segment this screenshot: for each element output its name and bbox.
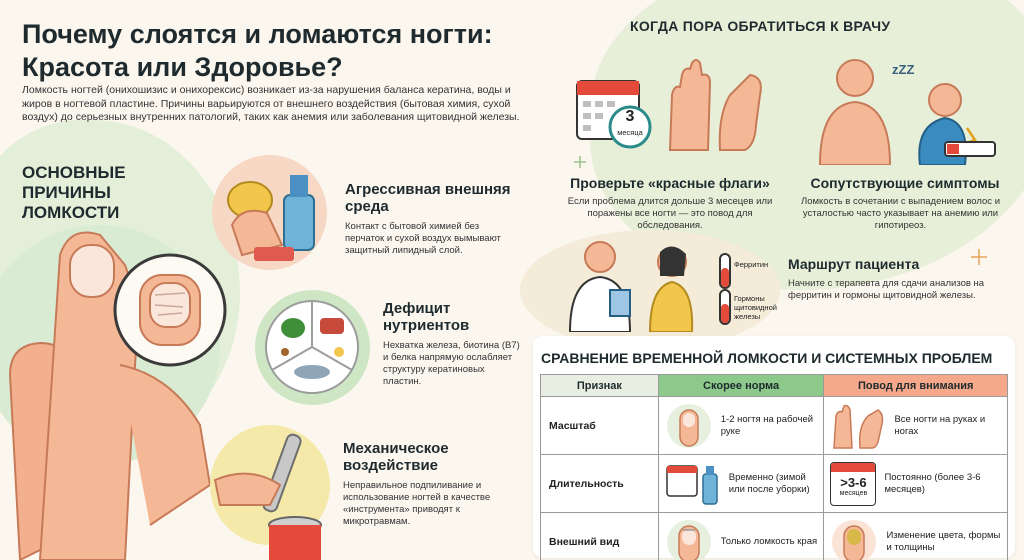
row-attention-text: Изменение цвета, формы и толщины [886, 529, 1001, 553]
row-attention-text: Все ногти на руках и ногах [894, 413, 986, 437]
hands-feet-icon [833, 404, 884, 449]
causes-heading: Основные причины ломкости [22, 163, 126, 222]
table-row: Длительность Временно (зимой или после у… [540, 454, 1008, 513]
food-plate-icon [265, 300, 359, 394]
row-normal-cell: Временно (зимой или после уборки) [657, 454, 825, 513]
comparison-title: СРАВНЕНИЕ ВРЕМЕННОЙ ЛОМКОСТИ И СИСТЕМНЫХ… [541, 350, 993, 366]
zzz-text: zZZ [892, 62, 915, 77]
cause-block-mechanical: Механическое воздействие Неправильное по… [343, 440, 503, 528]
red-flags-text: Если проблема длится дольше 3 месецев ил… [567, 196, 773, 231]
row-attention-cell: >3-6 месяцев Постоянно (более 3-6 месяце… [823, 454, 1008, 513]
row-attention-cell: Изменение цвета, формы и толщины [823, 512, 1008, 560]
calendar-spray-icon [666, 464, 718, 505]
header-attention: Повод для внимания [823, 374, 1008, 397]
header-feature: Признак [540, 374, 659, 397]
row-normal-text: Только ломкость края [720, 535, 818, 547]
table-row: Масштаб 1-2 ногтя на рабочей руке Все но… [540, 396, 1008, 455]
row-feature: Внешний вид [540, 512, 659, 560]
calendar-unit: месяца [617, 128, 643, 137]
duration-badge-unit: месяцев [839, 489, 868, 497]
route-text: Начните с терапевта для сдачи анализов н… [788, 278, 985, 301]
symptoms-text: Ломкость в сочетании с выпадением волос … [800, 196, 1001, 231]
comparison-table: Признак Скорее норма Повод для внимания … [540, 374, 1008, 560]
cause-block-nutrients: Дефицит нутриентов Нехватка железа, биот… [383, 300, 523, 388]
row-normal-cell: Только ломкость края [657, 512, 825, 560]
cause-title: Механическое воздействие [343, 440, 449, 474]
cleaning-supplies-icon [227, 175, 315, 261]
cause-text: Контакт с бытовой химией без перчаток и … [345, 221, 501, 256]
hand-foot-icon [668, 59, 762, 151]
intro-text: Ломкость ногтей (онихошизис и онихорекси… [22, 84, 520, 123]
nail-file-icon [213, 433, 322, 560]
row-attention-cell: Все ногти на руках и ногах [823, 396, 1008, 455]
calendar-icon [576, 80, 652, 149]
nail-edge-icon [666, 519, 711, 560]
row-feature: Масштаб [540, 396, 659, 455]
symptoms-title: Сопутствующие симптомы [810, 175, 1000, 191]
tube-label-ferritin: Ферритин [734, 260, 769, 269]
red-flags-title: Проверьте «красные флаги» [570, 175, 770, 191]
sparkle-icon [574, 156, 586, 168]
row-normal-text: 1-2 ногтя на рабочей руке [720, 413, 814, 437]
duration-badge-icon: >3-6 месяцев [830, 461, 877, 506]
row-normal-text: Временно (зимой или после уборки) [728, 471, 810, 495]
doctor-patient-icon [568, 241, 731, 332]
table-header-row: Признак Скорее норма Повод для внимания [540, 374, 1008, 397]
cause-title: Агрессивная внешняя среда [345, 181, 511, 215]
tube-label-thyroid: Гормоны щитовидной железы [734, 294, 777, 321]
fatigue-person-icon [818, 59, 996, 165]
hand-illustration [0, 225, 227, 560]
route-title: Маршрут пациента [788, 256, 920, 272]
page-title: Почему слоятся и ломаются ногти: Красота… [22, 19, 493, 82]
duration-badge-value: >3-6 [840, 474, 867, 490]
sparkle-icon [971, 249, 987, 265]
calendar-number: 3 [625, 108, 635, 125]
discolored-nail-icon [832, 519, 877, 560]
single-finger-icon [666, 403, 711, 448]
row-feature: Длительность [540, 454, 659, 513]
row-normal-cell: 1-2 ногтя на рабочей руке [657, 396, 825, 455]
row-attention-text: Постоянно (более 3-6 месяцев) [884, 471, 981, 495]
cause-block-chemicals: Агрессивная внешняя среда Контакт с быто… [345, 181, 520, 257]
cause-text: Нехватка железа, биотина (B7) и белка на… [383, 340, 520, 387]
doctor-heading: КОГДА ПОРА ОБРАТИТЬСЯ К ВРАЧУ [630, 18, 891, 34]
cause-title: Дефицит нутриентов [383, 300, 470, 334]
cause-text: Неправильное подпиливание и использовани… [343, 480, 491, 527]
table-row: Внешний вид Только ломкость края Изменен… [540, 512, 1008, 560]
header-normal: Скорее норма [657, 374, 825, 397]
